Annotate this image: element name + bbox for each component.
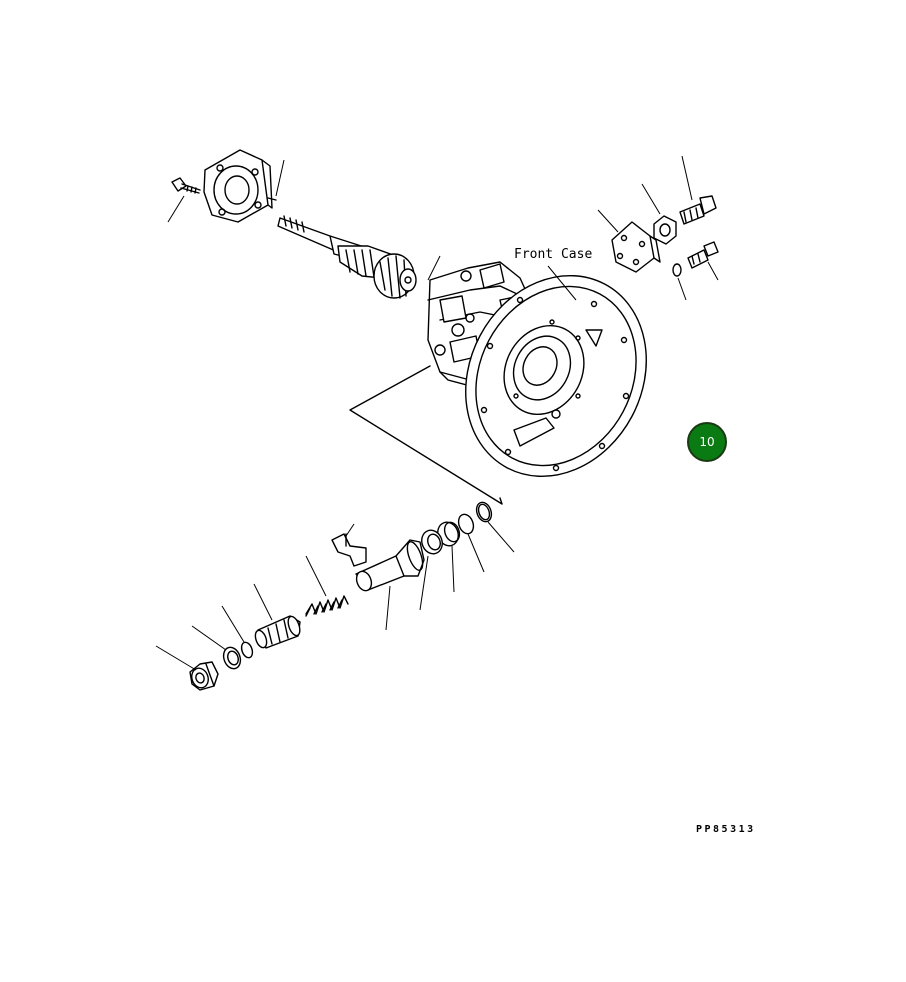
- leader-line: [253, 583, 273, 621]
- front-case-part: [465, 274, 647, 478]
- leader-line: [707, 261, 719, 281]
- leader-line: [275, 159, 285, 197]
- leader-line: [221, 605, 245, 643]
- leader-line: [155, 645, 197, 671]
- leader-line: [451, 545, 455, 593]
- washer-small-part: [240, 641, 254, 659]
- piston-part: [254, 615, 301, 649]
- bearing-ring-part: [421, 529, 443, 555]
- front-case-label: Front Case: [514, 247, 592, 262]
- bracket-clip-part: [331, 533, 367, 567]
- tapered-spool-part: [355, 539, 425, 592]
- plug-nut-part: [189, 661, 219, 691]
- flange-plate-part: [203, 149, 277, 223]
- o-ring-large-part: [475, 501, 493, 523]
- leader-line: [191, 625, 227, 651]
- bolt-small-part: [171, 177, 201, 194]
- washer-part: [222, 646, 242, 670]
- leader-line: [641, 183, 661, 215]
- leader-line: [167, 195, 185, 223]
- leader-line: [597, 209, 619, 233]
- leader-line: [677, 277, 687, 301]
- drawing-code-label: PP85313: [696, 824, 756, 835]
- leader-line: [467, 533, 485, 573]
- leader-line: [427, 255, 441, 281]
- leader-line: [419, 555, 429, 611]
- leader-line: [345, 523, 355, 537]
- leader-line: [385, 585, 391, 631]
- leader-line: [305, 555, 327, 597]
- leader-line: [547, 265, 577, 301]
- hex-nut-part: [653, 215, 677, 245]
- assembly-bracket-outline: [349, 365, 503, 505]
- leader-line: [487, 521, 515, 553]
- callout-number-badge[interactable]: 10: [687, 422, 727, 462]
- cover-plate-part: [611, 221, 661, 273]
- o-ring-part: [457, 513, 475, 535]
- small-bolt-right-part: [672, 241, 719, 277]
- drive-shaft-part: [277, 215, 417, 299]
- leader-line: [681, 155, 693, 201]
- spring-part: [305, 595, 349, 617]
- large-bolt-part: [679, 195, 717, 225]
